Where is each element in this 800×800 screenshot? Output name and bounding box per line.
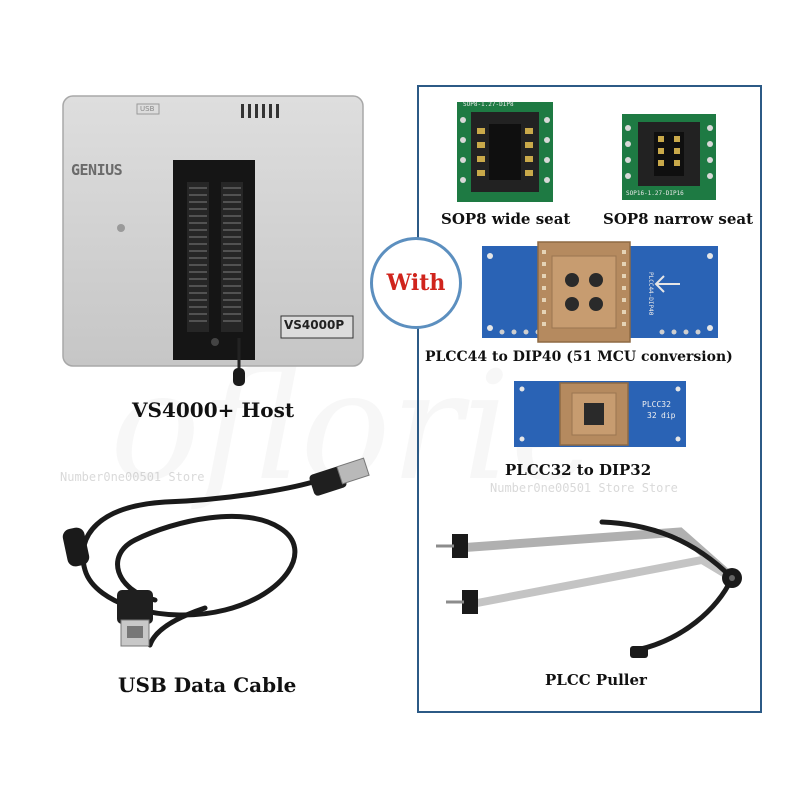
plcc44-board-text: PLCC44-DIP40: [647, 272, 654, 316]
plcc32-board-text-2: 32: [647, 411, 657, 420]
plcc32-caption: PLCC32 to DIP32: [505, 461, 652, 479]
model-label-plate: [280, 315, 354, 339]
host-usb-label: USB: [140, 105, 155, 113]
accessories-panel: [417, 85, 762, 713]
usb-a-connector: [309, 457, 370, 496]
host-caption: VS4000+ Host: [132, 398, 295, 422]
with-badge-label: With: [386, 270, 446, 296]
sop8-narrow-seat-image: [622, 114, 716, 200]
zif-socket: [187, 182, 243, 332]
sop8-wide-caption: SOP8 wide seat: [441, 210, 571, 228]
zif-pins: [189, 187, 241, 322]
usb-b-connector: [117, 590, 153, 647]
plcc32-adapter-image: [514, 381, 686, 447]
plcc44-caption: PLCC44 to DIP40 (51 MCU conversion): [425, 349, 733, 365]
vent-slots: [241, 104, 279, 118]
with-badge: With: [370, 237, 462, 329]
zif-lever-knob: [233, 368, 245, 386]
watermark-text: Number0ne00501 Store Store: [490, 481, 678, 495]
ferrite-bead: [62, 527, 90, 567]
plcc32-board-text-3: dip: [661, 411, 676, 420]
screw-hole: [117, 224, 125, 232]
host-model-label: VS4000P: [284, 318, 345, 332]
usb-cable-image: [62, 457, 370, 648]
plcc32-board-text-1: PLCC32: [642, 400, 671, 409]
puller-caption: PLCC Puller: [545, 671, 647, 689]
host-brand-label: GENIUS: [71, 161, 123, 179]
cable-caption: USB Data Cable: [118, 673, 297, 697]
sop8-narrow-caption: SOP8 narrow seat: [603, 210, 754, 228]
programmer-host-image: [62, 95, 364, 386]
plcc-puller-image: [436, 519, 742, 658]
watermark-text: Number0ne00501 Store: [60, 470, 205, 484]
plcc44-adapter-image: [482, 241, 718, 343]
usb-label-box: [136, 103, 160, 115]
sop8-wide-board-text: SOP8-1.27-DIP8: [463, 101, 514, 108]
sop8-wide-seat-image: [457, 102, 553, 202]
puller-tips: [436, 534, 478, 614]
sop8-narrow-board-text: SOP16-1.27-DIP16: [626, 190, 684, 197]
